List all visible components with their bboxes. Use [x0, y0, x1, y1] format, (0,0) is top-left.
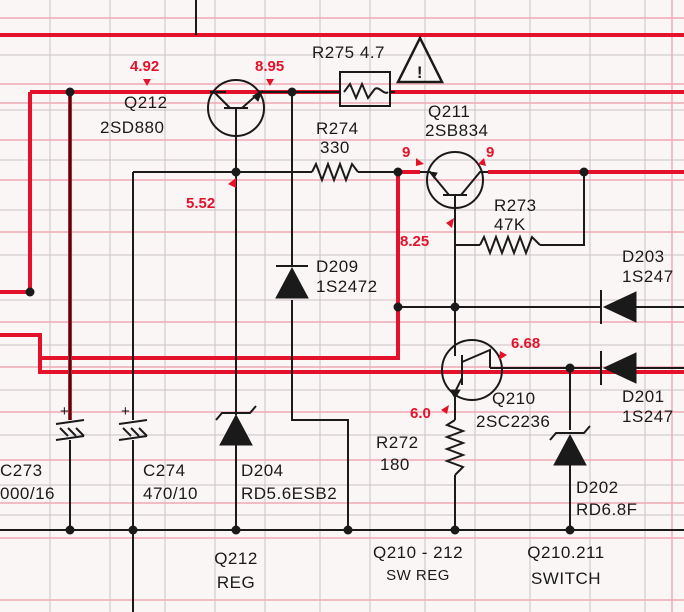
- zener-diode-d202: [549, 425, 591, 466]
- voltage-q210-collector: 6.68: [511, 335, 540, 352]
- capacitor-c273: +: [55, 403, 85, 441]
- label-d202-ref: D202: [576, 478, 619, 497]
- resistor-r272: [444, 419, 466, 476]
- label-q211-ref: Q211: [428, 102, 470, 121]
- label-r272-value: 180: [380, 455, 410, 474]
- resistor-r273: [479, 234, 541, 256]
- diode-d203: [600, 290, 637, 324]
- label-q212-part: 2SD880: [100, 118, 164, 137]
- zener-diode-d204: [215, 405, 257, 446]
- transistor-q212: [207, 79, 292, 137]
- voltage-q211-right: 9: [486, 144, 494, 161]
- label-d204-ref: D204: [241, 461, 284, 480]
- diode-d209: [275, 265, 309, 299]
- label-r273-value: 47K: [494, 215, 526, 234]
- label-d209-ref: D209: [316, 257, 359, 276]
- label-c274-ref: C274: [143, 461, 186, 480]
- label-r272-ref: R272: [376, 433, 419, 452]
- label-d202-part: RD6.8F: [576, 500, 638, 519]
- svg-text:+: +: [121, 403, 130, 420]
- label-d203-part: 1S247: [622, 267, 674, 286]
- caution-triangle-icon: !: [395, 35, 445, 84]
- label-r273-ref: R273: [494, 196, 537, 215]
- label-q210-ref: Q210: [492, 389, 536, 408]
- caption-switch-line1: Q210.211: [527, 543, 604, 562]
- label-r275: R275 4.7: [312, 43, 385, 62]
- voltage-q211-base: 8.25: [400, 233, 429, 250]
- capacitor-c274: +: [118, 403, 148, 441]
- label-q211-part: 2SB834: [425, 121, 489, 140]
- label-d209-part: 1S2472: [316, 277, 378, 296]
- caution-mark: !: [417, 63, 423, 82]
- voltage-q212-base: 4.92: [130, 58, 159, 75]
- label-c273-ref: C273: [0, 461, 43, 480]
- label-c274-value: 470/10: [143, 484, 198, 503]
- label-r274-value: 330: [320, 138, 350, 157]
- label-c273-value: 000/16: [0, 484, 55, 503]
- transistor-q210: [441, 339, 503, 401]
- resistor-r275: [339, 71, 391, 107]
- diode-d201: [600, 351, 637, 385]
- label-d203-ref: D203: [622, 247, 665, 266]
- voltage-q212-collector: 8.95: [255, 58, 284, 75]
- junction-dots: [25, 87, 589, 535]
- caption-q212-reg-line2: REG: [217, 573, 255, 592]
- caption-q212-reg-line1: Q212: [214, 549, 258, 568]
- label-q212-ref: Q212: [124, 93, 168, 112]
- label-d201-part: 1S247: [622, 407, 674, 426]
- label-r274-ref: R274: [316, 119, 359, 138]
- voltage-q212-emitter: 5.52: [186, 195, 215, 212]
- supply-traces: [0, 33, 684, 420]
- caption-sw-reg-line1: Q210 - 212: [373, 543, 463, 562]
- voltage-markers: [143, 79, 507, 414]
- transistor-q211: [420, 151, 488, 209]
- svg-text:+: +: [60, 403, 69, 420]
- label-d204-part: RD5.6ESB2: [241, 484, 337, 503]
- label-q210-part: 2SC2236: [476, 412, 550, 431]
- caption-sw-reg-line2: SW REG: [386, 567, 450, 584]
- voltage-q211-left: 9: [402, 144, 410, 161]
- resistor-r274: [311, 161, 359, 183]
- voltage-q210-emitter: 6.0: [410, 405, 431, 422]
- label-d201-ref: D201: [622, 387, 665, 406]
- caption-switch-line2: SWITCH: [531, 569, 601, 588]
